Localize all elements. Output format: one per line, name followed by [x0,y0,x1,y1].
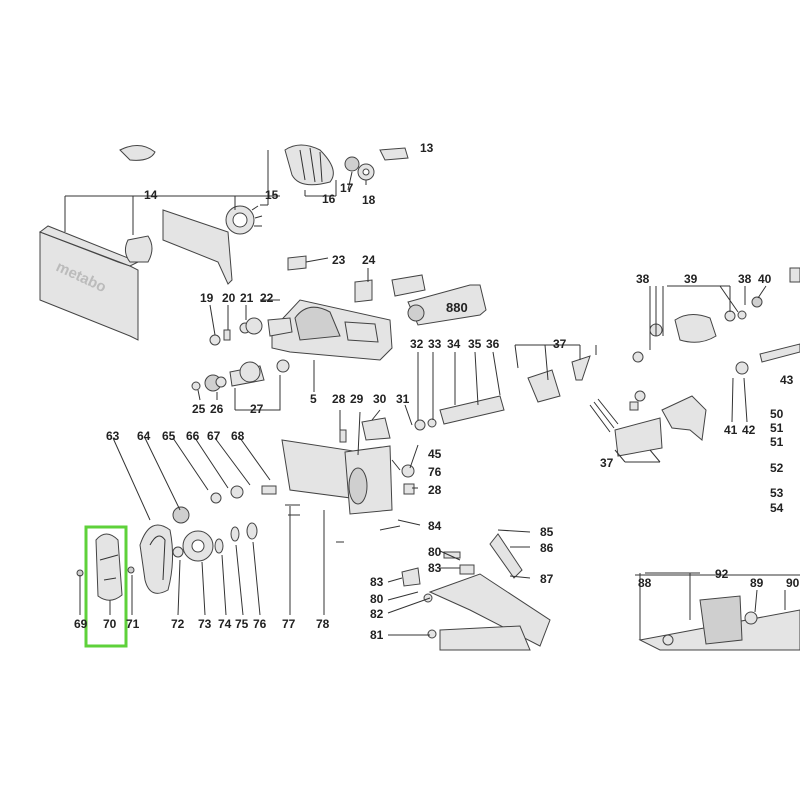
label-83-lower: 83 [370,575,384,589]
label-65: 65 [162,429,176,443]
label-84: 84 [428,519,442,533]
label-78: 78 [316,617,330,631]
label-37-top: 37 [553,337,567,351]
highlight-box [84,525,128,648]
belt-drive-group [139,485,300,594]
spindle-parts-group [191,317,293,392]
label-68: 68 [231,429,245,443]
gear-housing-group: 880 [271,255,487,361]
label-36: 36 [486,337,500,351]
base-plate-group [635,574,800,651]
label-35: 35 [468,337,482,351]
label-16: 16 [322,192,336,206]
label-38-left: 38 [636,272,650,286]
label-51-b: 51 [770,435,784,449]
label-17: 17 [340,181,354,195]
label-28: 28 [332,392,346,406]
label-75: 75 [235,617,249,631]
label-5: 5 [310,392,317,406]
label-15: 15 [265,188,279,202]
label-92: 92 [715,567,729,581]
highlighted-cover-part [76,525,135,648]
label-42: 42 [742,423,756,437]
label-83-upper: 83 [428,561,442,575]
label-41: 41 [724,423,738,437]
label-82: 82 [370,607,384,621]
label-52: 52 [770,461,784,475]
label-32: 32 [410,337,424,351]
label-20: 20 [222,291,236,305]
label-40: 40 [758,272,772,286]
label-19: 19 [200,291,214,305]
label-43: 43 [780,373,794,387]
label-38-right: 38 [738,272,752,286]
label-76-upper: 76 [428,465,442,479]
frame-arm-group [281,417,415,515]
label-72: 72 [171,617,185,631]
label-54: 54 [770,501,784,515]
label-33: 33 [428,337,442,351]
stand-group [336,525,551,651]
label-76-lower: 76 [253,617,267,631]
label-86: 86 [540,541,554,555]
label-66: 66 [186,429,200,443]
label-22: 22 [260,291,274,305]
label-28-lower: 28 [428,483,442,497]
label-18: 18 [362,193,376,207]
label-53: 53 [770,486,784,500]
label-89: 89 [750,576,764,590]
label-90: 90 [786,576,800,590]
label-85: 85 [540,525,554,539]
label-31: 31 [396,392,410,406]
label-21: 21 [240,291,254,305]
housing-cover-group: metabo [38,145,263,341]
label-14: 14 [144,188,158,202]
label-69: 69 [74,617,88,631]
label-73: 73 [198,617,212,631]
label-34: 34 [447,337,461,351]
label-37-bottom: 37 [600,456,614,470]
label-39: 39 [684,272,698,286]
label-74: 74 [218,617,232,631]
label-81: 81 [370,628,384,642]
grease-tube-label: 880 [446,300,468,315]
label-87: 87 [540,572,554,586]
label-80-upper: 80 [428,545,442,559]
label-88: 88 [638,576,652,590]
label-24: 24 [362,253,376,267]
shaft-parts-group [632,267,800,375]
label-80-lower: 80 [370,592,384,606]
label-25: 25 [192,402,206,416]
carriage-group [414,355,707,457]
label-45: 45 [428,447,442,461]
label-13: 13 [420,141,434,155]
label-30: 30 [373,392,387,406]
label-77: 77 [282,617,296,631]
label-51-a: 51 [770,421,784,435]
label-50: 50 [770,407,784,421]
label-27: 27 [250,402,264,416]
label-64: 64 [137,429,151,443]
part-labels: 13 14 15 16 17 18 19 20 21 22 23 24 25 2… [74,141,800,642]
label-26: 26 [210,402,224,416]
leader-lines [64,150,786,640]
label-29: 29 [350,392,364,406]
label-70: 70 [103,617,117,631]
label-63: 63 [106,429,120,443]
label-23: 23 [332,253,346,267]
armature-group [284,144,409,186]
label-67: 67 [207,429,221,443]
label-71: 71 [126,617,140,631]
